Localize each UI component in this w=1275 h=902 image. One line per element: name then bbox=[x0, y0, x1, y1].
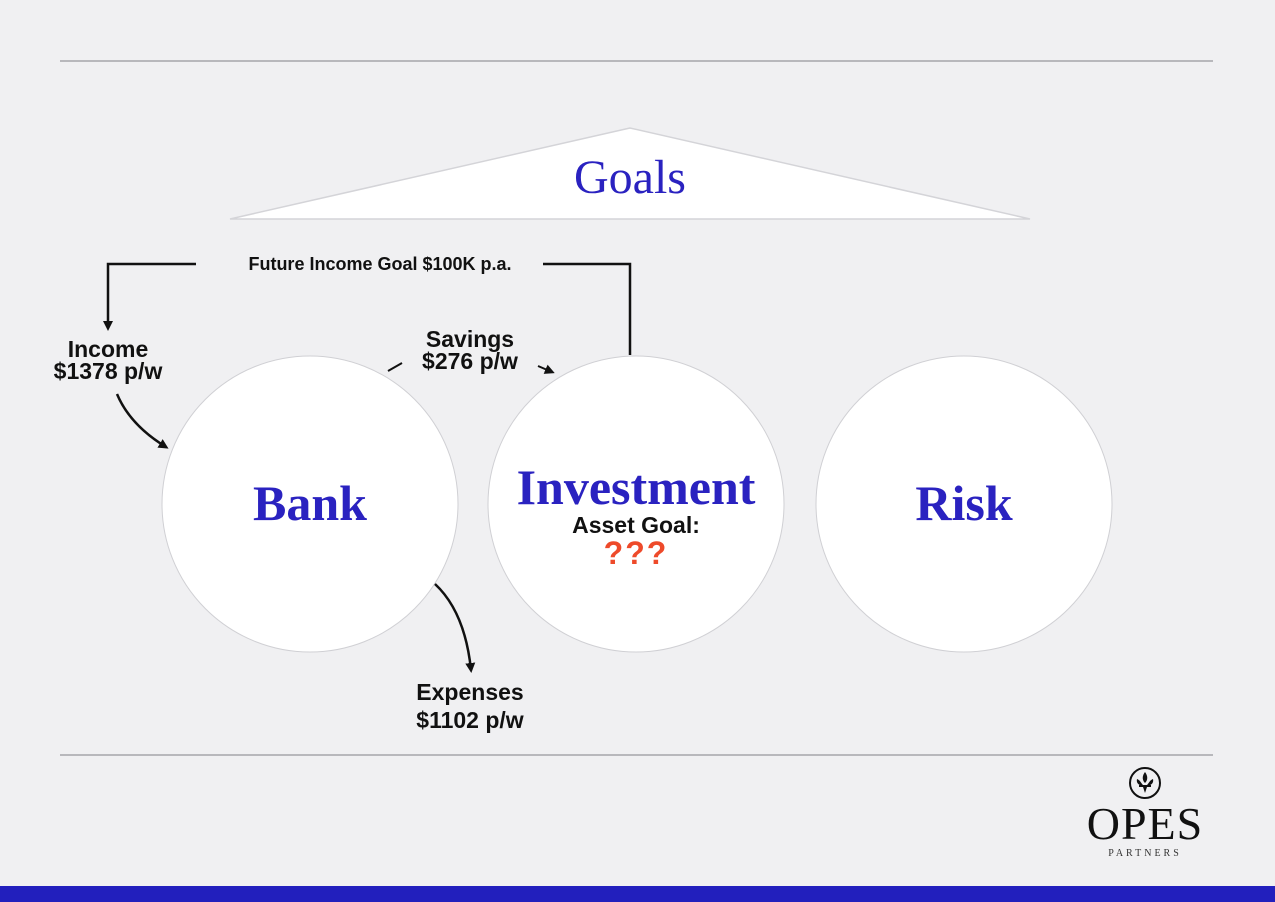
savings-arrow-head bbox=[537, 364, 555, 374]
expenses-arrow bbox=[434, 583, 476, 673]
bottom-divider bbox=[60, 754, 1213, 756]
opes-partners-logo: OPES PARTNERS bbox=[1070, 766, 1220, 859]
bank-circle bbox=[161, 355, 459, 653]
income-value: $1378 p/w bbox=[53, 358, 163, 384]
future-income-connector-left bbox=[103, 262, 196, 331]
top-divider bbox=[60, 60, 1213, 62]
savings-label-text: Savings bbox=[425, 326, 515, 352]
brand-name: OPES bbox=[1086, 798, 1204, 849]
footer-bar bbox=[0, 886, 1275, 902]
expenses-value: $1102 p/w bbox=[416, 707, 524, 733]
savings-label: Savings $276 p/w bbox=[400, 326, 540, 374]
goals-roof bbox=[229, 127, 1031, 220]
risk-title: Risk bbox=[915, 475, 1013, 531]
expenses-label-text: Expenses bbox=[416, 679, 524, 705]
investment-circle bbox=[487, 355, 785, 653]
future-income-goal-label: Future Income Goal $100K p.a. bbox=[248, 254, 512, 274]
bank-title: Bank bbox=[253, 475, 367, 531]
savings-arrow-tail bbox=[387, 362, 403, 372]
asset-goal-value: ??? bbox=[603, 535, 669, 571]
expenses-label: Expenses $1102 p/w bbox=[400, 678, 540, 734]
investment-title: Investment bbox=[516, 459, 756, 515]
income-label-text: Income bbox=[67, 336, 149, 362]
savings-value: $276 p/w bbox=[422, 348, 518, 374]
goals-title: Goals bbox=[574, 151, 686, 204]
income-label: Income $1378 p/w bbox=[38, 336, 178, 384]
income-arrow bbox=[115, 393, 169, 449]
future-income-connector-right bbox=[543, 262, 632, 355]
brand-subtitle: PARTNERS bbox=[1108, 848, 1182, 859]
risk-circle bbox=[815, 355, 1113, 653]
asset-goal-label: Asset Goal: bbox=[572, 512, 700, 538]
fleur-de-lis-icon bbox=[1129, 767, 1161, 799]
